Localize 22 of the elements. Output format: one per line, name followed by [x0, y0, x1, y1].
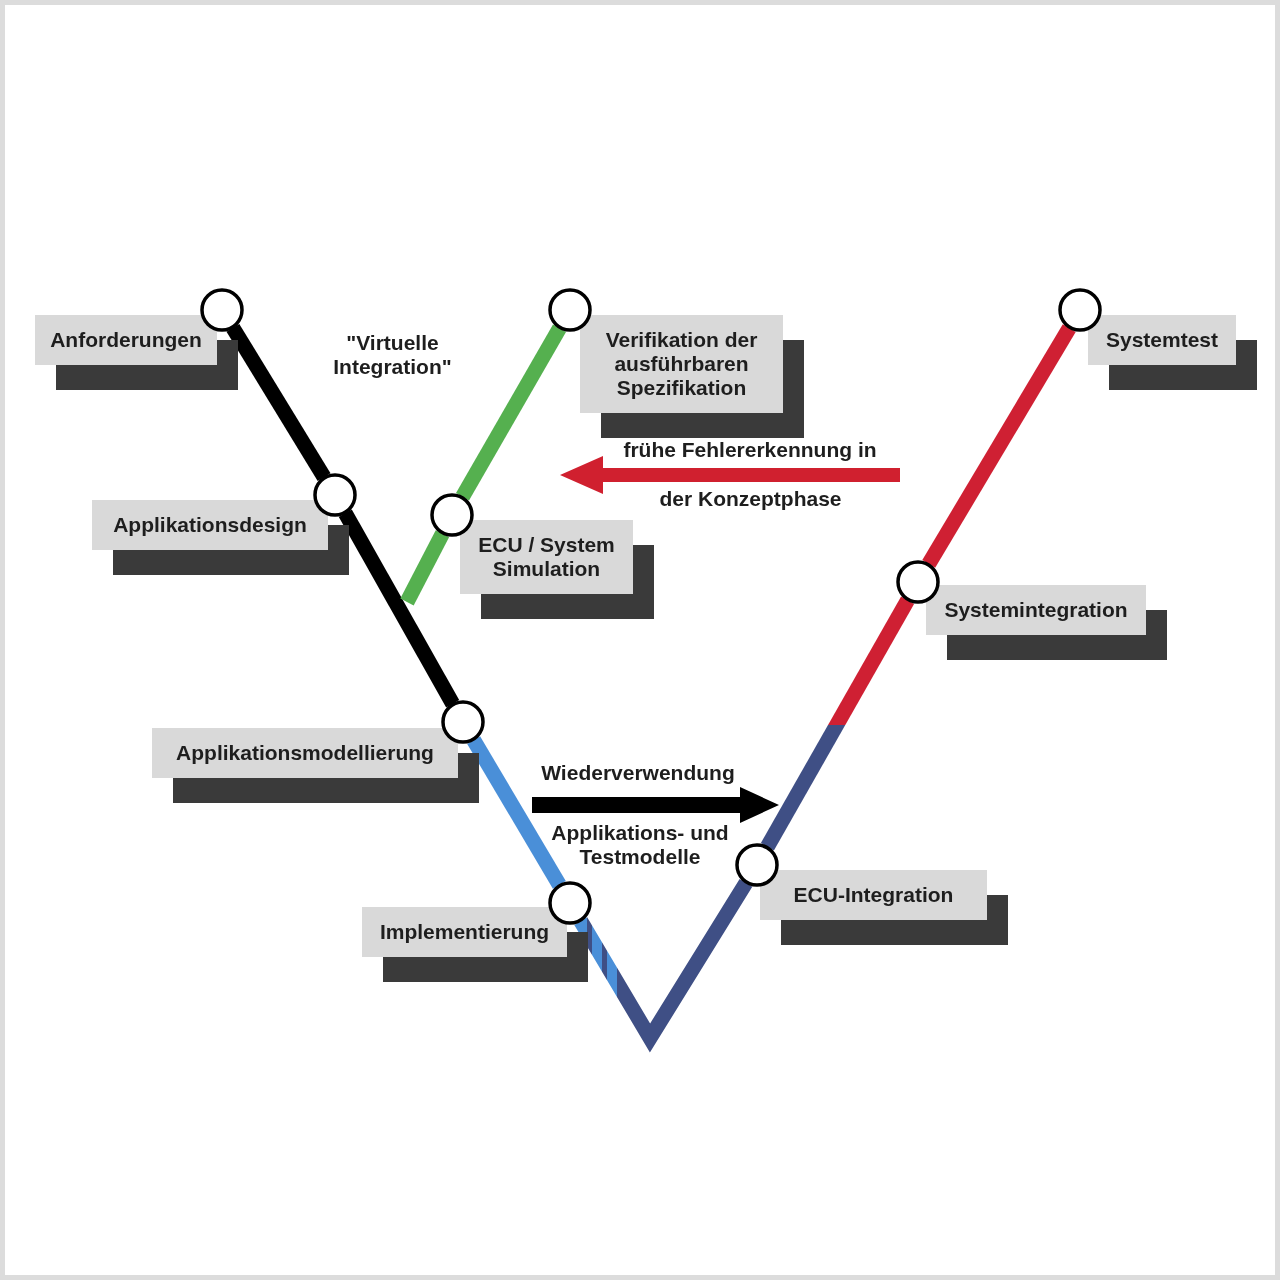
connector-line: [760, 596, 915, 851]
milestone-circle: [313, 473, 357, 517]
connector-line: [574, 878, 753, 1053]
annotation-text: "Virtuelle Integration": [332, 331, 453, 379]
connector-line: [922, 324, 1076, 568]
milestone-circle: [441, 700, 485, 744]
milestone-circle: [735, 843, 779, 887]
milestone-circle: [548, 288, 592, 332]
milestone-circle: [430, 493, 474, 537]
milestone-circle: [1058, 288, 1102, 332]
connector-line: [456, 324, 566, 501]
connector-line: [467, 736, 566, 889]
arrow-caption: frühe Fehlererkennung in: [622, 438, 878, 462]
connector-line: [400, 530, 450, 606]
milestone-circle: [548, 881, 592, 925]
milestone-circle: [200, 288, 244, 332]
connector-line: [226, 324, 331, 481]
arrow-caption: der Konzeptphase: [658, 487, 843, 511]
arrow-caption: Wiederverwendung: [540, 761, 736, 785]
milestone-circle: [896, 560, 940, 604]
connector-line: [338, 509, 460, 708]
arrow-caption: Applikations- und Testmodelle: [550, 821, 730, 869]
